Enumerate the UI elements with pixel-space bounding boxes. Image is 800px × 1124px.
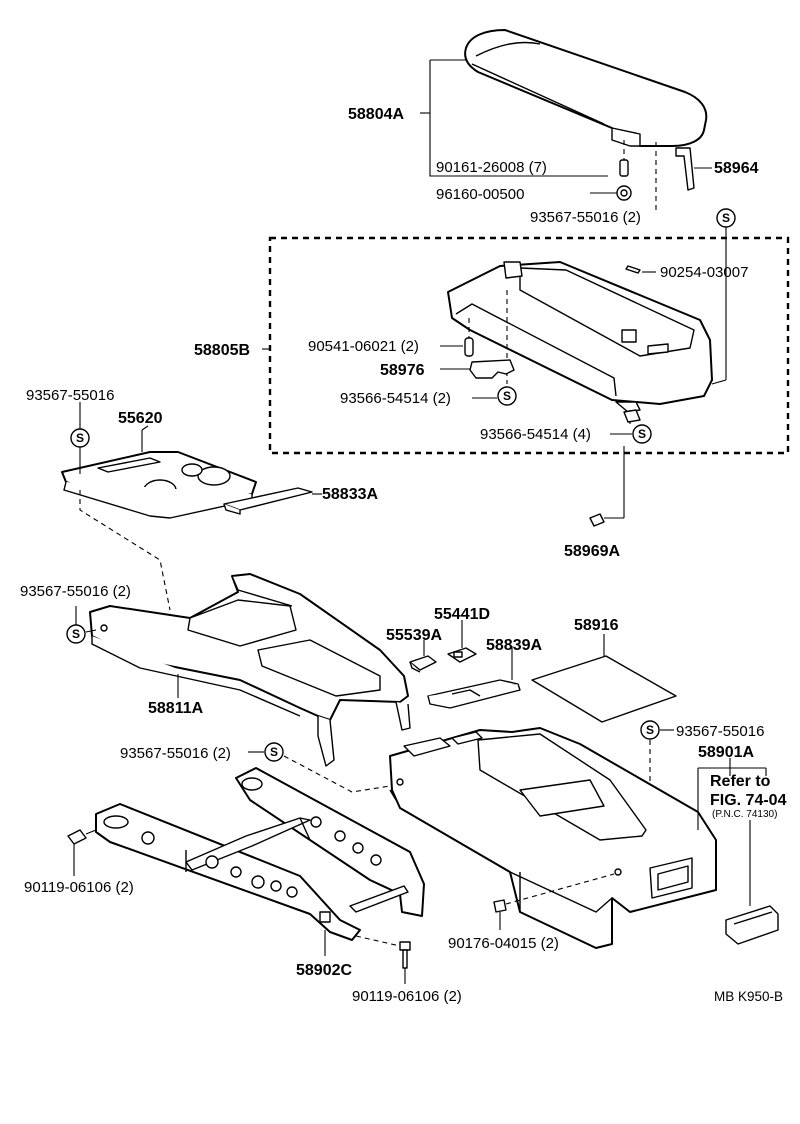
label-93567-center: 93567-55016 (2): [120, 745, 231, 762]
mat-58916: [531, 655, 677, 723]
label-90161: 90161-26008 (7): [436, 159, 547, 176]
diagram-code: MB K950-B: [714, 989, 783, 1004]
label-58902C: 58902C: [296, 962, 352, 979]
label-96160: 96160-00500: [436, 186, 524, 203]
console-upper-part: [447, 261, 713, 413]
label-93567-top: 93567-55016 (2): [530, 209, 641, 226]
console-box-58901A: [389, 727, 717, 949]
leader-58804A: [429, 60, 608, 177]
label-58901A: 58901A: [698, 744, 754, 761]
fastener-58969A: [589, 446, 625, 527]
label-93567-right: 93567-55016: [676, 723, 764, 740]
washer-96160: [616, 185, 632, 201]
label-58969A: 58969A: [564, 543, 620, 560]
s-symbol-top: S: [711, 208, 736, 385]
bracket-58976: [469, 359, 515, 379]
label-58805B: 58805B: [194, 342, 250, 359]
label-90176: 90176-04015 (2): [448, 935, 559, 952]
label-90254: 90254-03007: [660, 264, 748, 281]
svg-text:S: S: [270, 745, 278, 759]
label-93566-2: 93566-54514 (2): [340, 390, 451, 407]
label-55539A: 55539A: [386, 627, 442, 644]
bolt-90176: [493, 873, 615, 930]
center-panel-58811A: [89, 573, 411, 767]
bracket-frame-58902C: [95, 767, 425, 941]
clip-90541: [464, 318, 474, 357]
label-93567-left: 93567-55016: [26, 387, 114, 404]
label-93567-mid: 93567-55016 (2): [20, 583, 131, 600]
label-refer-line2: FIG. 74-04: [710, 792, 787, 809]
svg-text:S: S: [646, 723, 654, 737]
label-58804A: 58804A: [348, 106, 404, 123]
hinge-pin-58964: [675, 147, 695, 191]
label-90541: 90541-06021 (2): [308, 338, 419, 355]
pad-58833A: [223, 487, 313, 515]
label-58964: 58964: [714, 160, 759, 177]
label-93566-4: 93566-54514 (4): [480, 426, 591, 443]
label-90119-left: 90119-06106 (2): [24, 879, 134, 896]
bolt-90119-bottom: [355, 935, 411, 984]
label-58916: 58916: [574, 617, 619, 634]
label-58839A: 58839A: [486, 637, 542, 654]
armrest-lid-part: [464, 29, 708, 147]
tray-58839A: [427, 679, 521, 709]
label-90119-bottom: 90119-06106 (2): [352, 988, 462, 1005]
ashtray-insert: [725, 905, 779, 945]
assembly-group-58805B: [268, 236, 790, 455]
cover-55441D: [447, 647, 477, 663]
label-58976: 58976: [380, 362, 425, 379]
screw-90161: [619, 140, 629, 177]
top-plate-55620: [61, 451, 257, 519]
bolt-90119-left: [67, 829, 97, 876]
svg-text:S: S: [722, 211, 730, 225]
label-refer-line1: Refer to: [710, 773, 771, 790]
label-58833A: 58833A: [322, 486, 378, 503]
svg-text:S: S: [503, 389, 511, 403]
label-55620: 55620: [118, 410, 163, 427]
label-refer-line3: (P.N.C. 74130): [712, 809, 777, 820]
svg-text:S: S: [638, 427, 646, 441]
svg-text:S: S: [72, 627, 80, 641]
label-58811A: 58811A: [148, 700, 204, 717]
cover-55539A: [409, 655, 437, 673]
label-55441D: 55441D: [434, 606, 490, 623]
svg-text:S: S: [76, 431, 84, 445]
